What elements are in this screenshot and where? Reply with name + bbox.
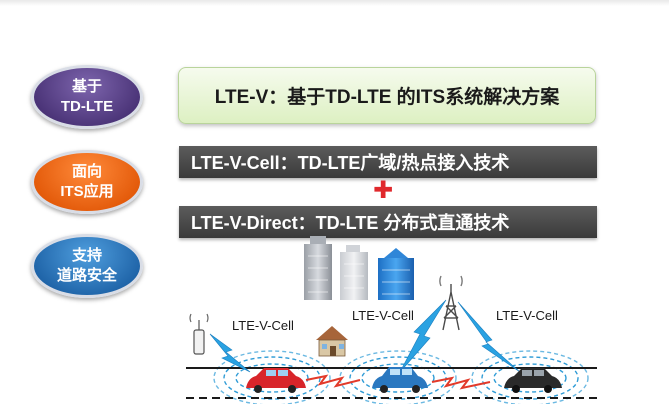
lte-v-direct-bar: LTE-V-Direct：TD-LTE 分布式直通技术	[179, 206, 597, 238]
cell-label-left: LTE-V-Cell	[232, 318, 294, 333]
car-icon	[246, 368, 306, 393]
badge-line: TD-LTE	[60, 98, 114, 115]
car-icon	[372, 367, 428, 393]
office-buildings-icon	[304, 236, 414, 300]
badge-line: 面向	[71, 163, 102, 180]
car-icon	[504, 368, 562, 393]
badge-road-safety: 支持 道路安全	[31, 234, 143, 298]
lte-v-cell-bar: LTE-V-Cell：TD-LTE广域/热点接入技术	[179, 146, 597, 178]
plus-icon: ✚	[372, 177, 394, 204]
top-divider	[0, 0, 669, 6]
headline-box: LTE-V：基于TD-LTE 的ITS系统解决方案	[178, 67, 596, 124]
badge-line: 道路安全	[56, 267, 117, 284]
direct-link-icon	[305, 374, 491, 390]
roadside-antenna-icon	[189, 313, 209, 355]
badge-line: 支持	[71, 247, 102, 264]
cell-label-center: LTE-V-Cell	[352, 308, 414, 323]
cell-tower-icon	[439, 275, 463, 331]
house-icon	[316, 326, 348, 357]
cell-label-right: LTE-V-Cell	[496, 308, 558, 323]
badge-line: 基于	[71, 78, 102, 95]
badge-line: ITS应用	[60, 183, 114, 200]
badge-based-on-td-lte: 基于 TD-LTE	[31, 65, 143, 129]
badge-for-its-application: 面向 ITS应用	[31, 150, 143, 214]
